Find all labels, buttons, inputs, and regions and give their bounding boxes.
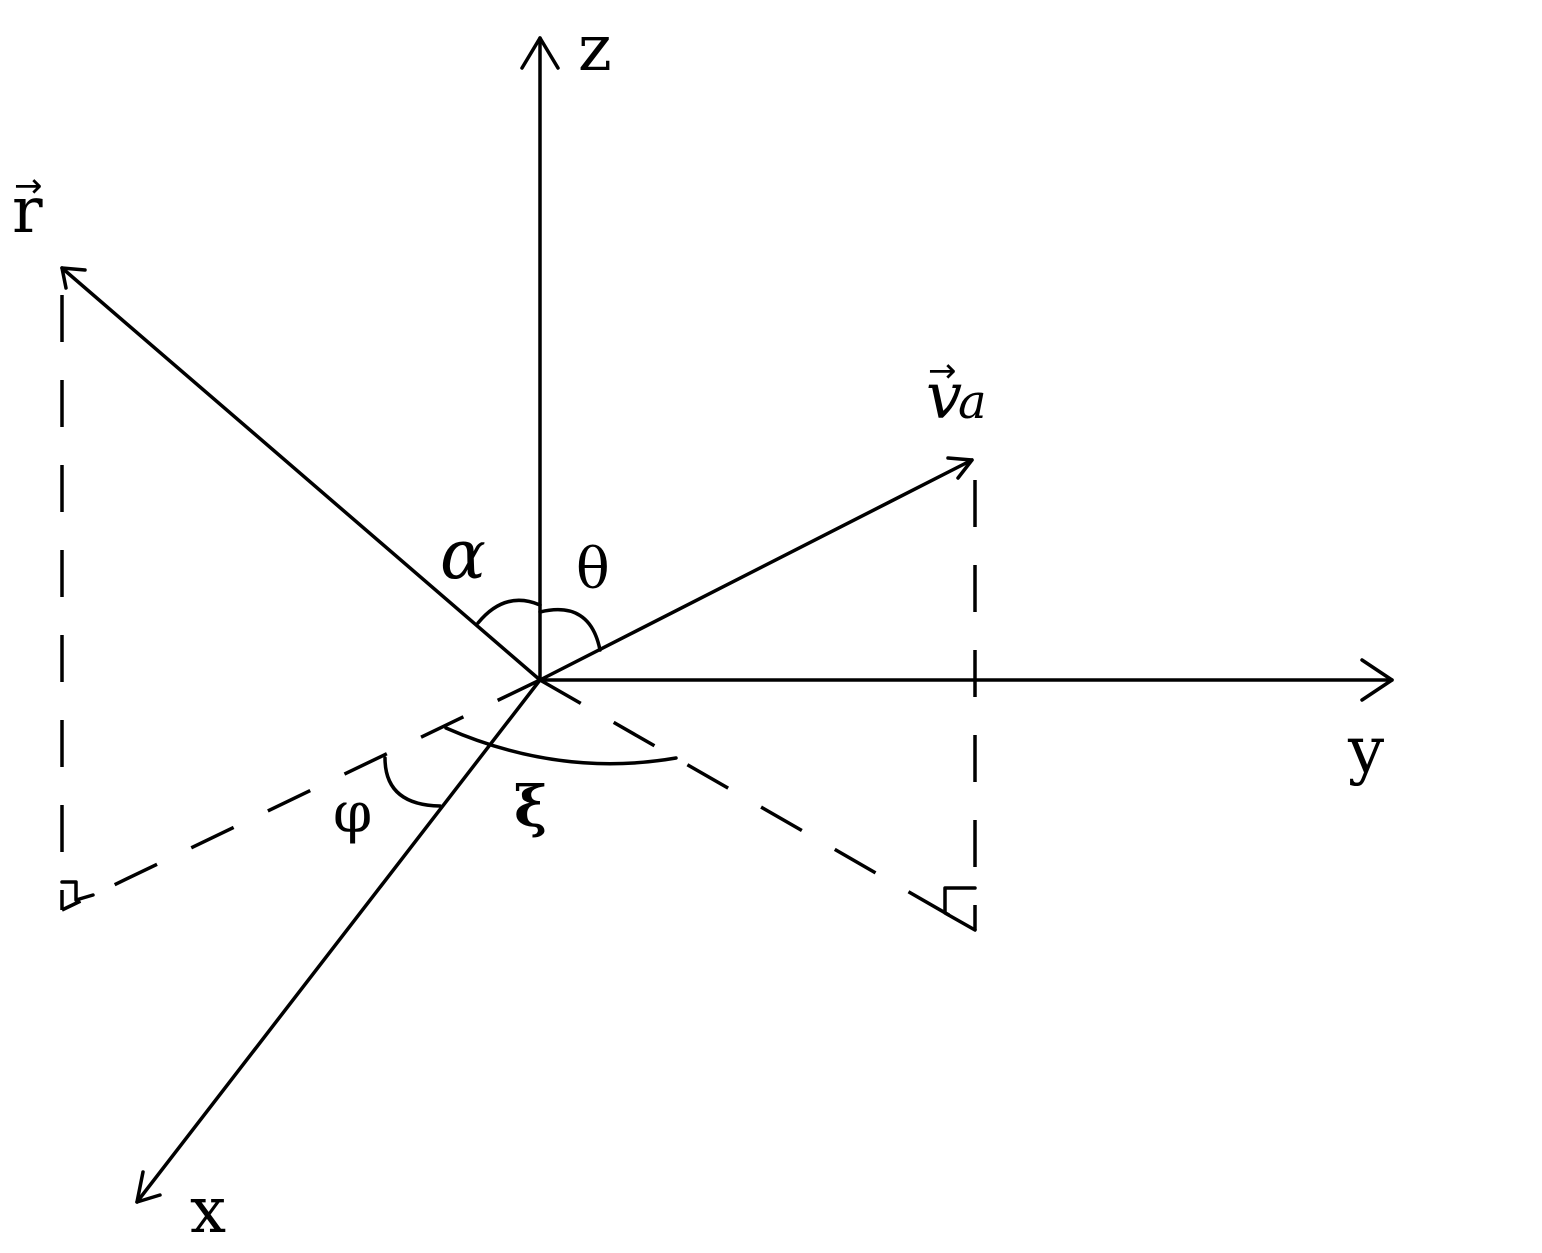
angle-xi-label: ξ bbox=[514, 774, 547, 840]
z-axis-label: z bbox=[578, 12, 612, 86]
x-axis-label: x bbox=[190, 1174, 226, 1248]
z-axis bbox=[520, 36, 560, 682]
angle-alpha-label: α bbox=[440, 516, 486, 595]
vector-r-arrow: → bbox=[14, 166, 43, 206]
projection-lines bbox=[60, 295, 977, 932]
theta-arc bbox=[538, 607, 602, 652]
angle-theta-label: θ bbox=[576, 537, 610, 602]
vector-va-arrow: → bbox=[928, 351, 957, 391]
va-ground-projection bbox=[539, 678, 976, 932]
angle-phi-label: φ bbox=[333, 781, 372, 846]
phi-arc bbox=[383, 756, 442, 808]
vector-va-label: → v a bbox=[926, 351, 987, 434]
vector-va-letter: v bbox=[926, 360, 962, 434]
y-axis bbox=[538, 658, 1394, 702]
x-axis bbox=[135, 678, 542, 1204]
vector-va-subscript: a bbox=[958, 374, 987, 430]
xi-arc bbox=[444, 726, 678, 766]
angle-arcs bbox=[383, 598, 678, 808]
y-axis-label: y bbox=[1347, 714, 1384, 788]
right-angle-marker-va bbox=[943, 886, 977, 932]
vector-va bbox=[538, 456, 974, 682]
r-ground-projection bbox=[61, 678, 541, 912]
alpha-arc bbox=[476, 598, 542, 625]
vector-r bbox=[60, 266, 542, 682]
vector-r-label: → r bbox=[12, 166, 43, 248]
vector-r-letter: r bbox=[12, 174, 43, 248]
right-angle-marker-r bbox=[60, 880, 95, 902]
